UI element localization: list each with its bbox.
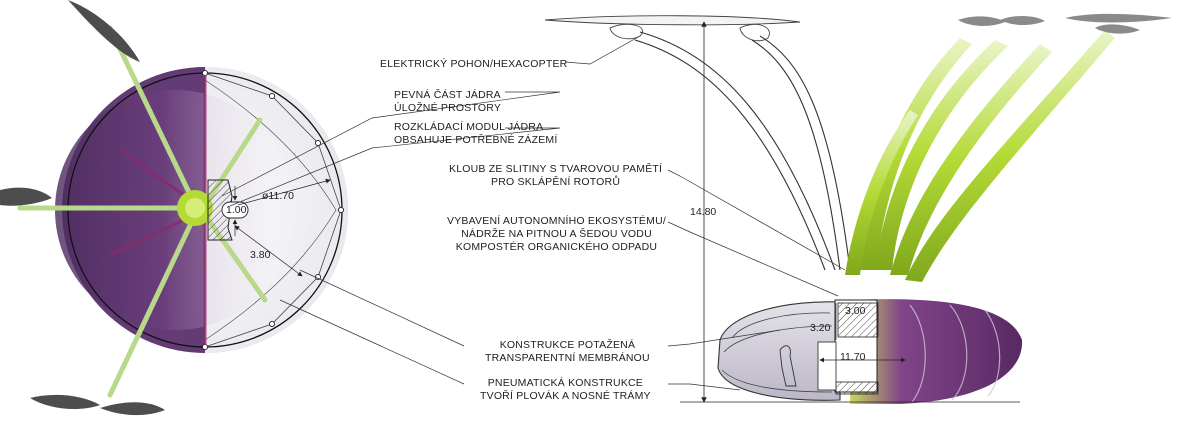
dim-radius: 3.80 (250, 249, 271, 261)
dim-core: 1.00 (226, 204, 247, 216)
label-electric-drive: ELEKTRICKÝ POHON/HEXACOPTER (380, 58, 568, 70)
dim-width: 11.70 (840, 351, 866, 363)
dim-diameter: ø11.70 (262, 190, 294, 202)
side-view (221, 13, 1172, 404)
label-ecosystem: VYBAVENÍ AUTONOMNÍHO EKOSYSTÉMU/NÁDRŽE N… (447, 215, 666, 253)
top-view (0, 0, 348, 416)
dim-core-height: 3.20 (810, 322, 831, 334)
dim-height: 14.80 (690, 206, 717, 218)
dim-core-width: 3.00 (845, 305, 866, 317)
